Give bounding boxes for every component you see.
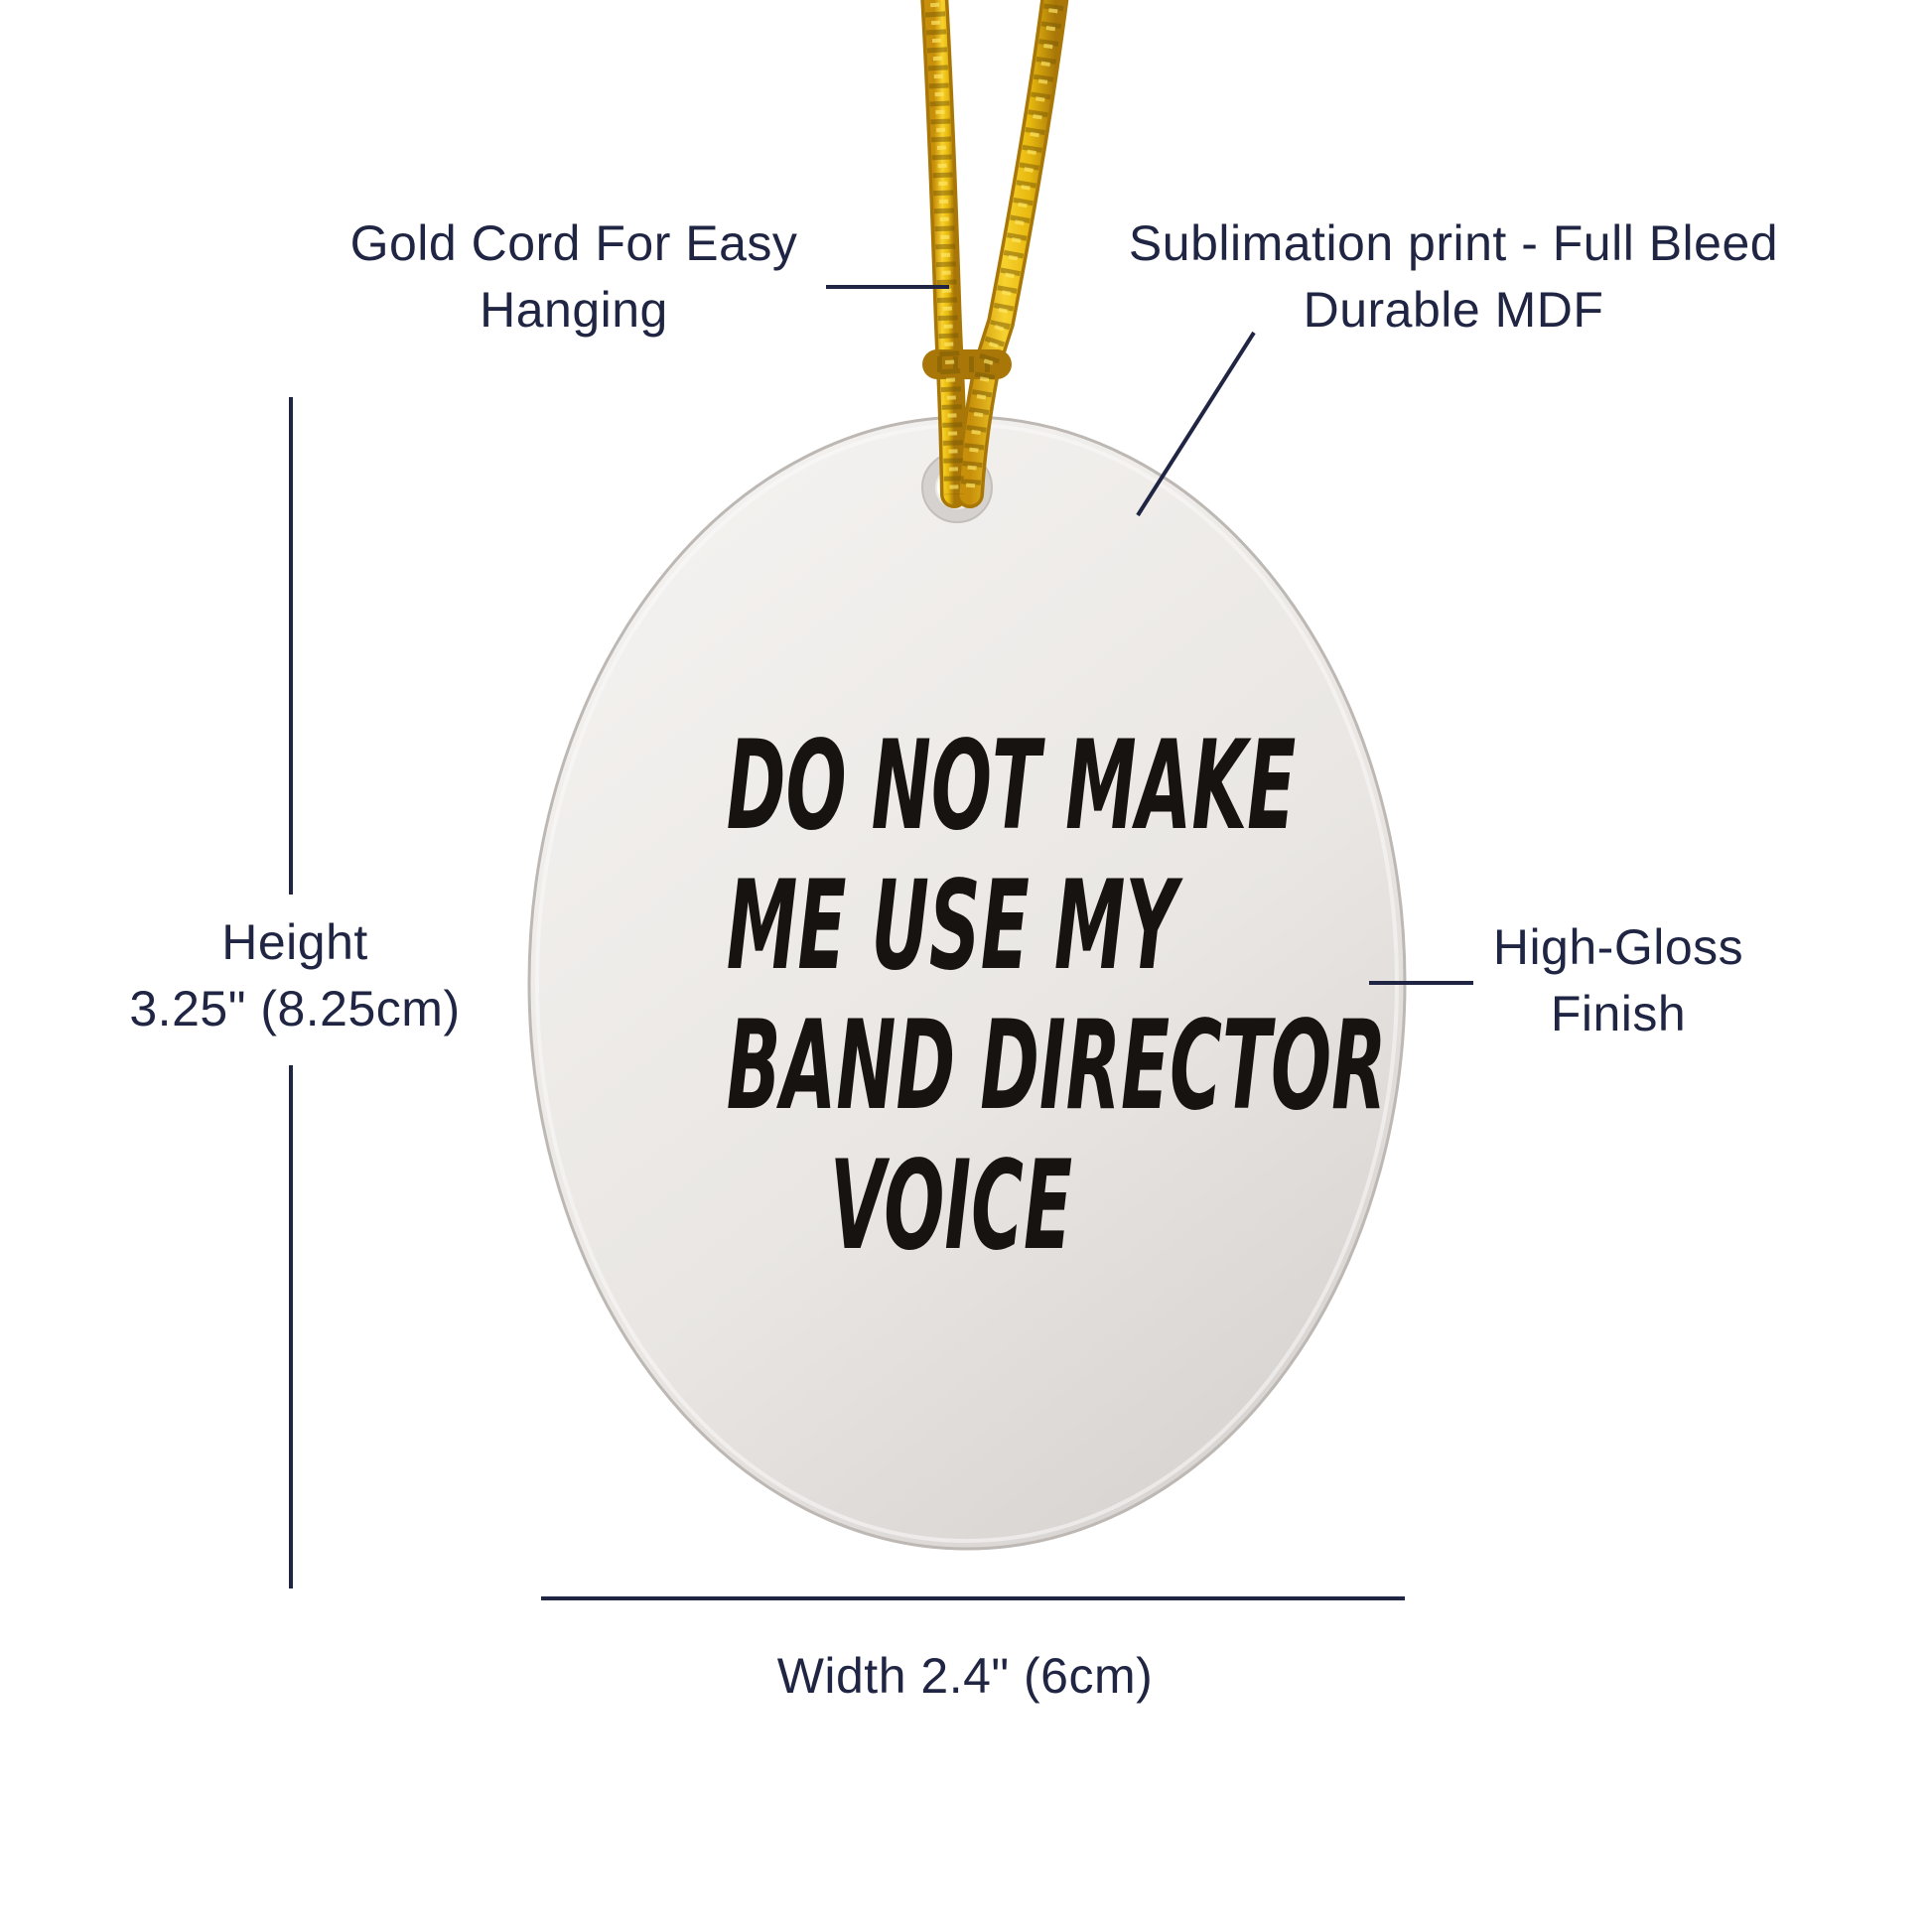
cord-braid-texture: [924, 0, 1065, 495]
high-gloss-label-line2: Finish: [1550, 986, 1687, 1041]
quote-line-4: VOICE: [829, 1135, 1073, 1278]
quote-line-1: DO NOT MAKE: [726, 715, 1297, 858]
sublimation-callout-line: [1136, 331, 1256, 517]
height-label-line1: Height: [221, 914, 368, 970]
quote-line-3: BAND DIRECTOR: [726, 995, 1387, 1138]
quote-line-2: ME USE MY: [726, 855, 1177, 998]
sublimation-label-line1: Sublimation print - Full Bleed: [1128, 215, 1779, 271]
height-dimension-label: Height 3.25" (8.25cm): [37, 909, 553, 1042]
high-gloss-label: High-Gloss Finish: [1420, 914, 1817, 1047]
cord-braid-highlight: [929, 0, 1059, 495]
sublimation-label-line2: Durable MDF: [1303, 282, 1604, 338]
width-dimension-label: Width 2.4" (6cm): [667, 1643, 1263, 1710]
high-gloss-label-line1: High-Gloss: [1492, 919, 1744, 975]
height-label-line2: 3.25" (8.25cm): [129, 981, 461, 1036]
gold-cord-label: Gold Cord For Easy Hanging: [256, 210, 892, 344]
sublimation-label: Sublimation print - Full Bleed Durable M…: [1086, 210, 1821, 344]
ornament-quote: DO NOT MAKE ME USE MY BAND DIRECTOR VOIC…: [726, 715, 1387, 1278]
gold-cord: [920, 0, 1069, 508]
width-label-text: Width 2.4" (6cm): [776, 1648, 1154, 1704]
gold-cord-label-line1: Gold Cord For Easy: [349, 215, 798, 271]
gold-cord-label-line2: Hanging: [480, 282, 668, 338]
